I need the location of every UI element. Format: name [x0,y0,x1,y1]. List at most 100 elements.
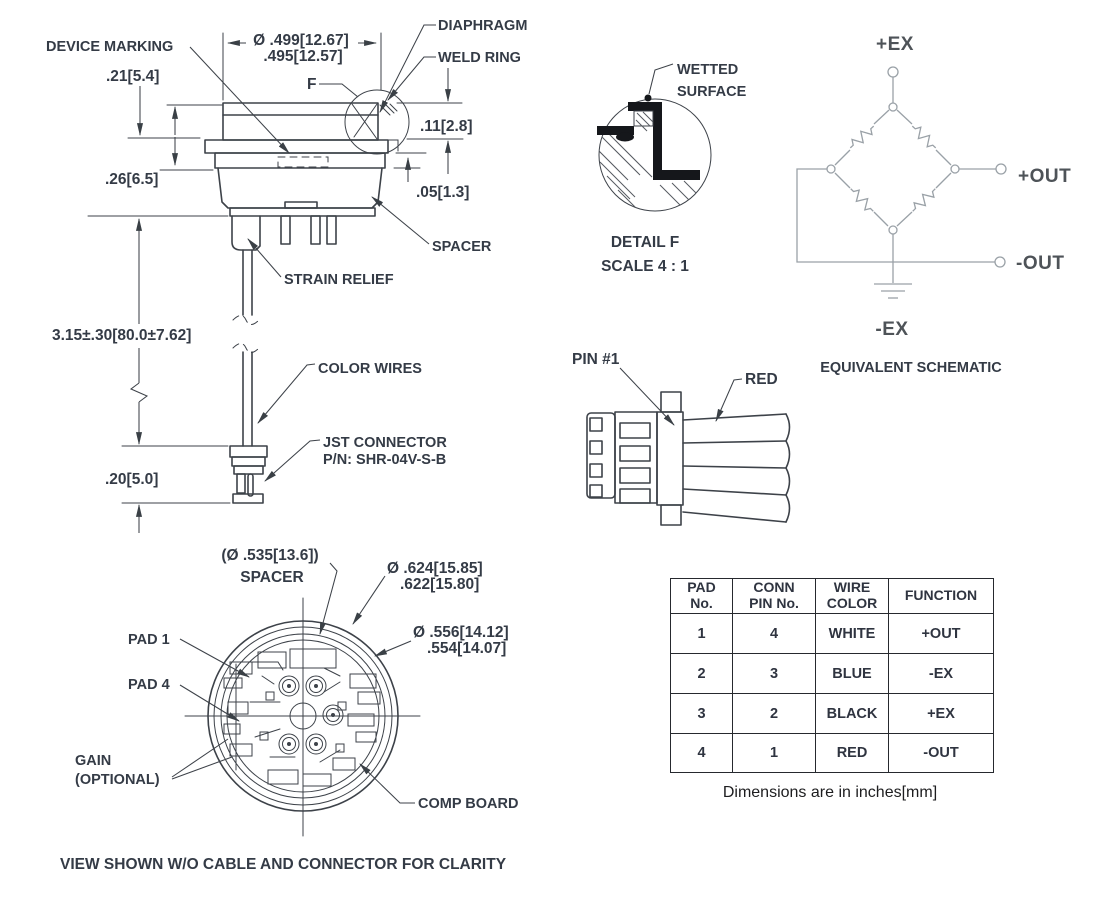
solder-pads [278,675,344,755]
label-jst-connector-line2: P/N: SHR-04V-S-B [323,452,446,468]
center-hole [289,702,317,730]
table-row: 4 1 RED -OUT [670,733,994,773]
bottom-view-caption: VIEW SHOWN W/O CABLE AND CONNECTOR FOR C… [60,856,507,873]
housing-notch [589,484,603,498]
label-jst-connector-line1: JST CONNECTOR [323,435,447,451]
housing-notch [589,463,603,478]
bridge-node [888,225,898,235]
pad-ring [278,733,300,755]
leader [352,575,386,625]
cell-conn-pin: 1 [732,733,816,773]
wire [935,172,952,189]
schematic-caption: EQUIVALENT SCHEMATIC [820,360,1002,376]
leader [247,238,282,278]
leader [264,439,321,482]
leader [619,367,675,426]
leader [387,56,436,101]
leader [171,738,229,778]
cell-wire-color: RED [815,733,889,773]
bridge-resistors [846,121,940,216]
cell-conn-pin: 4 [732,613,816,654]
leader [179,638,250,678]
break-symbol [232,315,260,325]
ground-symbol [874,283,912,299]
label-pad1: PAD 1 [128,632,170,648]
housing-notch [589,440,603,455]
label-diaphragm: DIAPHRAGM [438,18,527,34]
dim-body: .26[6.5] [105,171,158,188]
pin-slot [619,488,651,504]
label-red-wire: RED [745,371,778,388]
dim-top-diameter-line2: .495[12.57] [263,48,342,65]
wire [873,211,889,227]
base-plate [229,207,376,217]
leader [179,684,240,722]
dim-cable: 3.15±.30[80.0±7.62] [52,327,191,344]
leader [371,196,430,245]
side-view-drawing: Ø .499[12.67] .495[12.57] .21[5.4] .26[6… [46,18,527,533]
bridge-node [888,102,898,112]
housing-notch [589,417,603,432]
cell-pad-no: 3 [670,693,733,734]
cell-conn-pin: 3 [732,653,816,694]
leader [715,378,743,422]
label-outer-dia-line2: .622[15.80] [400,576,479,593]
detail-f-scale: SCALE 4 : 1 [601,258,689,275]
detail-f-title: DETAIL F [611,234,679,251]
label-spacer-dia: (Ø .535[13.6]) [221,547,318,564]
label-outer-dia-line1: Ø .624[15.85] [387,560,483,577]
leader [379,24,436,113]
label-strain-relief: STRAIN RELIEF [284,272,394,288]
spacer-band [214,152,386,169]
label-pad4: PAD 4 [128,677,170,693]
pin-slot [619,422,651,439]
label-spacer-word: SPACER [240,569,303,586]
connector-flange-body [656,411,684,506]
label-wetted-line1: WETTED [677,62,738,78]
equivalent-schematic: +EX +OUT -OUT -EX EQUIVALENT SCHEMATIC [796,34,1071,376]
leader [359,763,415,804]
label-comp-board: COMP BOARD [418,796,518,812]
connector-view: PIN #1 RED [572,351,791,526]
dim-marking-height: .21[5.4] [106,68,159,85]
label-wetted-line2: SURFACE [677,84,747,100]
detail-boundary-circle [598,98,712,212]
detail-f-view: WETTED SURFACE DETAIL F SCALE 4 : 1 [597,62,747,275]
leader [648,63,674,95]
label-device-marking: DEVICE MARKING [46,39,173,55]
terminal-neg-out [994,256,1006,268]
dimensions-note: Dimensions are in inches[mm] [722,784,938,801]
label-pin1: PIN #1 [572,351,620,368]
wire [873,109,890,125]
wire [834,149,851,166]
dim-connector: .20[5.0] [105,471,158,488]
cell-function: -OUT [888,733,994,773]
cell-wire-color: WHITE [815,613,889,654]
label-neg-out: -OUT [1016,253,1064,274]
cell-wire-color: BLUE [815,653,889,694]
label-f-reference: F [307,76,316,93]
cell-function: +EX [888,693,994,734]
cell-pad-no: 2 [670,653,733,694]
flange-tab-top [660,391,682,413]
wire-bundle [682,413,791,523]
board-edge-circle [226,639,380,793]
label-spacer: SPACER [432,239,492,255]
cell-conn-pin: 2 [732,693,816,734]
spacer-inner-circle [213,626,393,806]
dim-break [129,382,149,403]
pin-slot [619,467,651,484]
dim-top-diameter-line1: Ø .499[12.67] [253,32,349,49]
pin [280,215,291,245]
pin-slot [619,445,651,462]
pad-ring [305,733,327,755]
label-gain-line1: GAIN [75,753,111,769]
cell-pad-no: 1 [670,613,733,654]
wire [896,211,913,227]
table-row: 3 2 BLACK +EX [670,693,994,734]
